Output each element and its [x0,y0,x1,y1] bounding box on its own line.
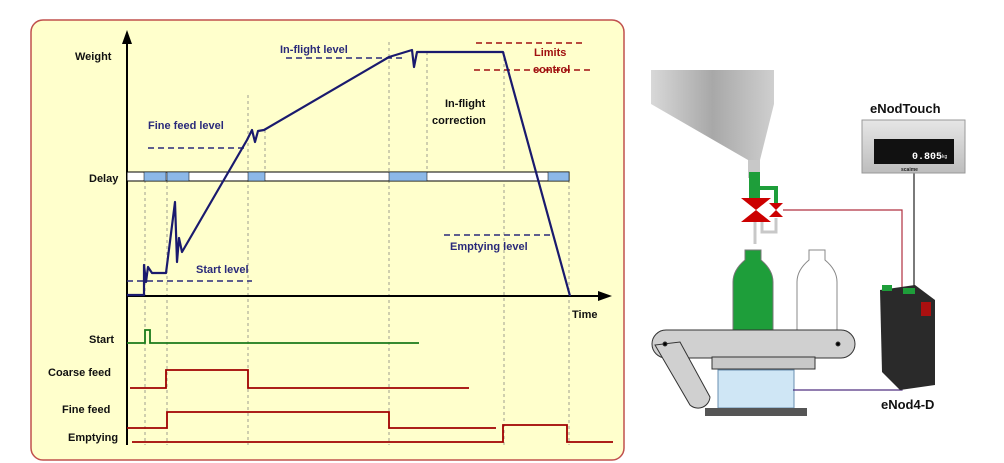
terminal-weight-reading: 0.805 [912,152,942,163]
control-label: control [533,64,570,76]
delay-bar [126,171,570,182]
signal-label-fine-feed: Fine feed [62,404,110,416]
fine-feed-signal [127,411,496,429]
hopper [651,70,774,178]
coarse-feed-signal [130,369,469,389]
bottle-empty [796,249,838,331]
feed-pipes [749,172,778,244]
enodtouch-terminal: 0.805 kg scaime [861,119,966,174]
terminal-brand: scaime [901,167,918,173]
delay-label: Delay [89,173,119,185]
emptying-signal [132,424,613,443]
fine-valve [769,203,783,217]
signal-label-coarse-feed: Coarse feed [48,367,111,379]
enod4-d-label: eNod4-D [881,397,934,412]
load-cell [705,369,807,416]
coarse-valve [741,198,771,222]
enodtouch-label: eNodTouch [870,101,941,116]
enod4-d-module [880,285,935,390]
weight-curve [127,48,572,297]
time-guides [144,42,570,445]
fine-feed-level-label: Fine feed level [148,120,224,132]
weight-axis-label: Weight [75,51,112,63]
signal-label-start: Start [89,334,114,346]
conveyor [651,329,856,409]
axes [122,30,612,445]
terminal-unit: kg [942,154,948,160]
start-signal [127,329,419,344]
timing-panel [30,19,625,461]
time-axis-label: Time [572,309,597,321]
emptying-level-label: Emptying level [450,241,528,253]
in-flight-correction-label: In-flight [445,98,486,110]
signal-label-emptying: Emptying [68,432,118,444]
delay-blocks [143,171,570,182]
limits-label: Limits [534,47,566,59]
in-flight-level-label: In-flight level [280,44,348,56]
start-level-label: Start level [196,264,249,276]
correction-label: correction [432,115,486,127]
bottle-full [732,249,774,331]
